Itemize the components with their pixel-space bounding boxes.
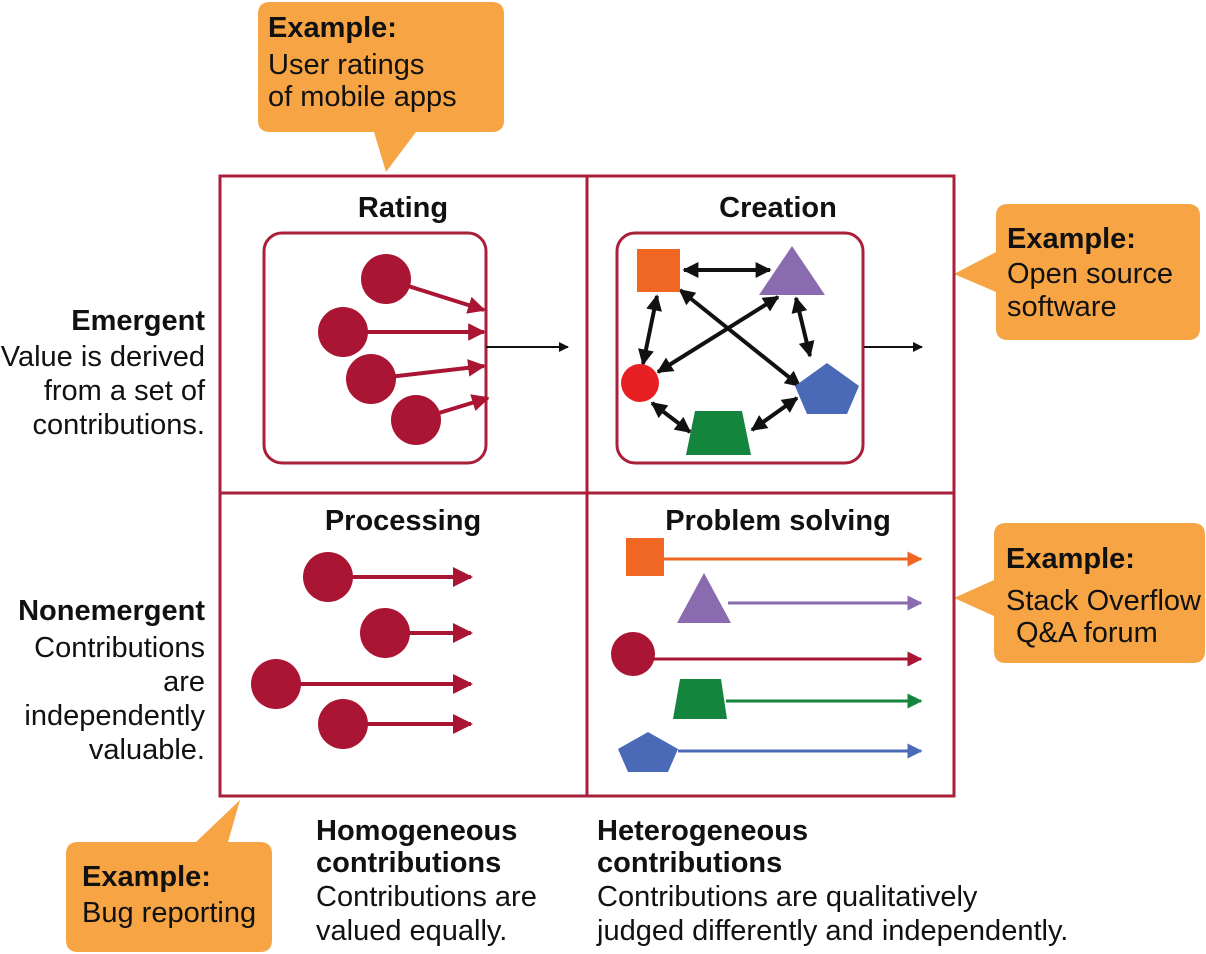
column-heterogeneous-heading-2: contributions — [597, 847, 782, 879]
row-emergent-line-1: Value is derived — [1, 341, 205, 373]
quadrant-problem-solving: Problem solving — [611, 505, 923, 772]
quadrant-creation: Creation — [615, 192, 923, 465]
callout-processing-label: Example: — [82, 861, 211, 893]
column-homogeneous-line-1: Contributions are — [316, 881, 537, 913]
column-heterogeneous-line-1: Contributions are qualitatively — [597, 881, 978, 913]
row-label-emergent: Emergent Value is derived from a set of … — [1, 305, 206, 441]
processing-contribution-dot-2 — [360, 608, 410, 658]
column-heterogeneous-line-2: judged differently and independently. — [596, 915, 1068, 947]
column-heterogeneous-heading-1: Heterogeneous — [597, 815, 808, 847]
rating-contribution-dot-1 — [361, 254, 411, 304]
callout-processing-bubble — [66, 800, 272, 952]
column-homogeneous-heading-2: contributions — [316, 847, 501, 879]
processing-contribution-dot-1 — [303, 552, 353, 602]
creation-square-shape — [637, 249, 680, 292]
callout-problem-solving-label: Example: — [1006, 543, 1135, 575]
rating-contribution-dot-3 — [346, 354, 396, 404]
creation-trapezoid-shape — [686, 411, 751, 455]
row-nonemergent-line-3: independently — [24, 700, 205, 732]
callout-processing: Example: Bug reporting — [66, 800, 272, 952]
creation-link-square-pentagon — [678, 288, 802, 388]
processing-contribution-dot-4 — [318, 699, 368, 749]
problem-solving-square-shape — [626, 538, 664, 576]
row-emergent-heading: Emergent — [71, 305, 205, 337]
column-homogeneous-heading-1: Homogeneous — [316, 815, 517, 847]
row-label-nonemergent: Nonemergent Contributions are independen… — [18, 595, 205, 766]
row-nonemergent-heading: Nonemergent — [18, 595, 205, 627]
quadrant-rating-title: Rating — [358, 192, 448, 224]
callout-creation-label: Example: — [1007, 223, 1136, 255]
creation-link-trapezoid-pentagon — [750, 396, 799, 432]
problem-solving-pentagon-shape — [618, 732, 678, 772]
quadrant-problem-solving-title: Problem solving — [665, 505, 891, 537]
row-emergent-line-3: contributions. — [33, 409, 206, 441]
row-nonemergent-line-1: Contributions — [34, 632, 205, 664]
row-nonemergent-line-2: are — [163, 666, 205, 698]
creation-pentagon-shape — [795, 363, 859, 414]
column-homogeneous-line-2: valued equally. — [316, 915, 507, 947]
quadrant-grid — [218, 174, 956, 798]
callout-creation-line-1: Open source — [1007, 258, 1173, 290]
callout-rating: Example: User ratings of mobile apps — [258, 2, 504, 172]
problem-solving-triangle-shape — [677, 573, 731, 623]
callout-rating-bubble — [258, 2, 504, 172]
callout-processing-line-1: Bug reporting — [82, 897, 256, 929]
callout-problem-solving-bubble — [954, 523, 1205, 663]
problem-solving-circle-shape — [611, 632, 655, 676]
creation-collaboration-box — [615, 231, 865, 465]
problem-solving-trapezoid-shape — [673, 679, 727, 719]
callout-creation-line-2: software — [1007, 291, 1117, 323]
callout-problem-solving-line-2: Q&A forum — [1016, 617, 1158, 649]
creation-link-triangle-pentagon — [791, 296, 815, 358]
quadrant-rating: Rating — [262, 192, 569, 465]
quadrant-processing: Processing — [251, 505, 481, 749]
quadrant-creation-title: Creation — [719, 192, 837, 224]
callout-rating-line-2: of mobile apps — [268, 81, 457, 113]
rating-contribution-dot-4 — [391, 395, 441, 445]
processing-contribution-dot-3 — [251, 659, 301, 709]
creation-triangle-shape — [759, 246, 825, 295]
callout-rating-line-1: User ratings — [268, 49, 424, 81]
callout-problem-solving-line-1: Stack Overflow — [1006, 585, 1202, 617]
callout-creation: Example: Open source software — [954, 204, 1200, 340]
column-label-heterogeneous: Heterogeneous contributions Contribution… — [596, 815, 1068, 947]
row-emergent-line-2: from a set of — [44, 375, 206, 407]
quadrant-processing-title: Processing — [325, 505, 481, 537]
row-nonemergent-line-4: valuable. — [89, 734, 205, 766]
column-label-homogeneous: Homogeneous contributions Contributions … — [316, 815, 537, 947]
creation-circle-shape — [621, 364, 659, 402]
rating-contribution-dot-2 — [318, 307, 368, 357]
callout-creation-bubble — [954, 204, 1200, 340]
callout-rating-label: Example: — [268, 12, 397, 44]
callout-problem-solving: Example: Stack Overflow Q&A forum — [954, 523, 1205, 663]
creation-link-square-circle — [638, 294, 662, 366]
creation-link-circle-trapezoid — [650, 401, 692, 434]
creation-link-triangle-circle — [656, 295, 780, 374]
